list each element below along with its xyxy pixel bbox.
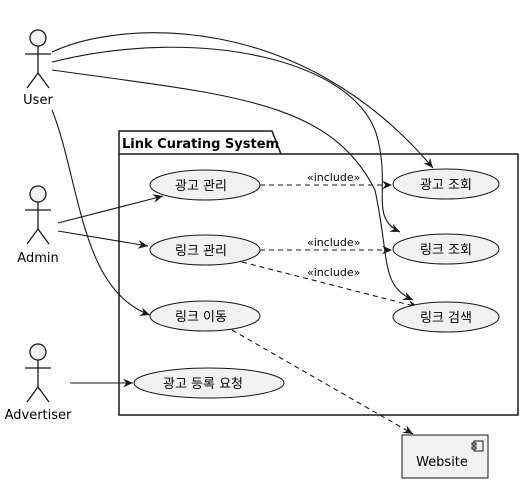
actor-user-label: User [23,93,53,108]
edge-admin-link-manage [57,230,149,249]
actor-admin[interactable]: Admin [17,185,59,266]
use-case-ad-manage[interactable]: 광고 관리 [149,169,261,201]
actor-advertiser-label: Advertiser [5,408,72,423]
use-case-link-manage-label: 링크 관리 [175,244,227,259]
edge-admin-ad-manage [57,194,164,224]
system-title: Link Curating System [122,137,279,152]
actor-admin-label: Admin [17,251,58,266]
edge-user-link-search [51,69,414,301]
component-website-label: Website [416,455,468,470]
admin-figure-icon [25,185,51,245]
use-case-ad-request-label: 광고 등록 요청 [163,377,243,392]
use-case-link-search-label: 링크 검색 [420,311,472,326]
include-label-1: «include» [307,171,360,184]
use-case-link-view-label: 링크 조회 [420,243,472,258]
system-package: Link Curating System [118,130,519,416]
use-case-link-move-label: 링크 이동 [175,310,227,325]
use-case-link-search[interactable]: 링크 검색 [392,301,500,333]
edge-user-link-view [51,46,401,233]
use-case-ad-request[interactable]: 광고 등록 요청 [133,367,285,399]
use-case-link-view[interactable]: 링크 조회 [392,233,500,265]
include-label-2: «include» [307,236,360,249]
component-icon [471,440,484,452]
edge-user-link-move [51,109,151,316]
component-website[interactable]: Website [401,434,489,479]
use-case-ad-view[interactable]: 광고 조회 [392,168,500,200]
advertiser-figure-icon [25,343,51,403]
user-figure-icon [25,29,51,89]
use-case-link-manage[interactable]: 링크 관리 [149,234,261,266]
use-case-link-move[interactable]: 링크 이동 [149,300,261,332]
edge-user-ad-view [51,32,434,169]
edge-link-move-website [231,329,414,435]
edge-include-link-search [241,261,419,309]
use-case-ad-manage-label: 광고 관리 [175,179,227,194]
include-label-3: «include» [307,266,360,279]
actor-advertiser[interactable]: Advertiser [5,343,72,423]
use-case-ad-view-label: 광고 조회 [420,178,472,193]
actor-user[interactable]: User [23,29,53,108]
